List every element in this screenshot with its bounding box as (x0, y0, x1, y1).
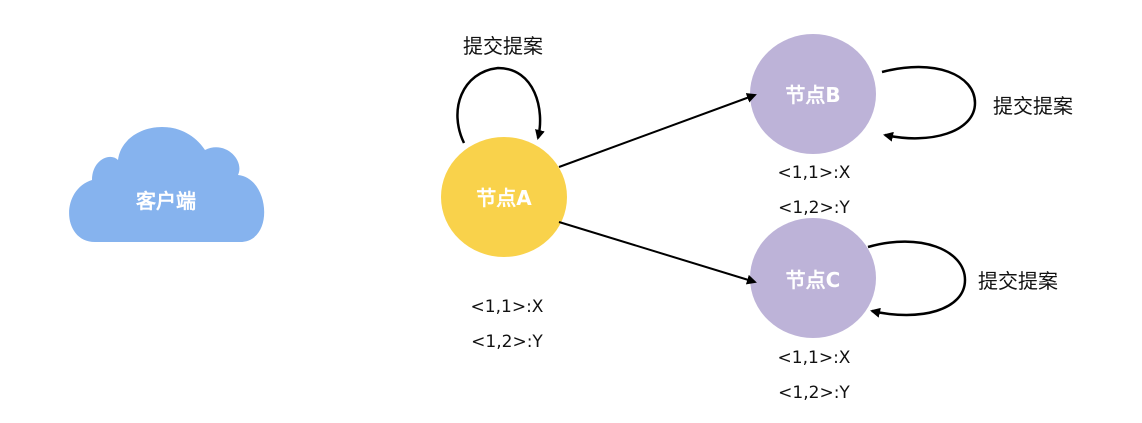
node-a-entry-1: <1,1>:X (471, 297, 544, 317)
node-b-entry-1: <1,1>:X (778, 163, 851, 183)
node-b-entry-2: <1,2>:Y (778, 198, 850, 218)
node-c-label: 节点C (786, 268, 841, 292)
node-a: 节点A (441, 137, 567, 257)
edge-a-to-c-arrow (558, 221, 757, 285)
node-a-self-loop-arrow (456, 66, 545, 144)
node-b-self-loop-arrow (881, 65, 977, 142)
node-a-entry-2: <1,2>:Y (471, 332, 543, 352)
node-a-loop-label: 提交提案 (463, 34, 543, 58)
edge-a-to-b-arrow (558, 93, 757, 168)
node-c-loop-label: 提交提案 (978, 269, 1058, 293)
node-a-label: 节点A (476, 186, 532, 210)
node-b: 节点B (750, 34, 876, 154)
node-b-loop-label: 提交提案 (993, 94, 1073, 118)
node-b-label: 节点B (785, 83, 840, 107)
client-label: 客户端 (135, 189, 196, 213)
node-c-entry-1: <1,1>:X (778, 348, 851, 368)
node-c: 节点C (750, 218, 876, 338)
node-c-self-loop-arrow (867, 240, 967, 318)
node-c-entry-2: <1,2>:Y (778, 383, 850, 403)
client-cloud: 客户端 (69, 126, 265, 242)
